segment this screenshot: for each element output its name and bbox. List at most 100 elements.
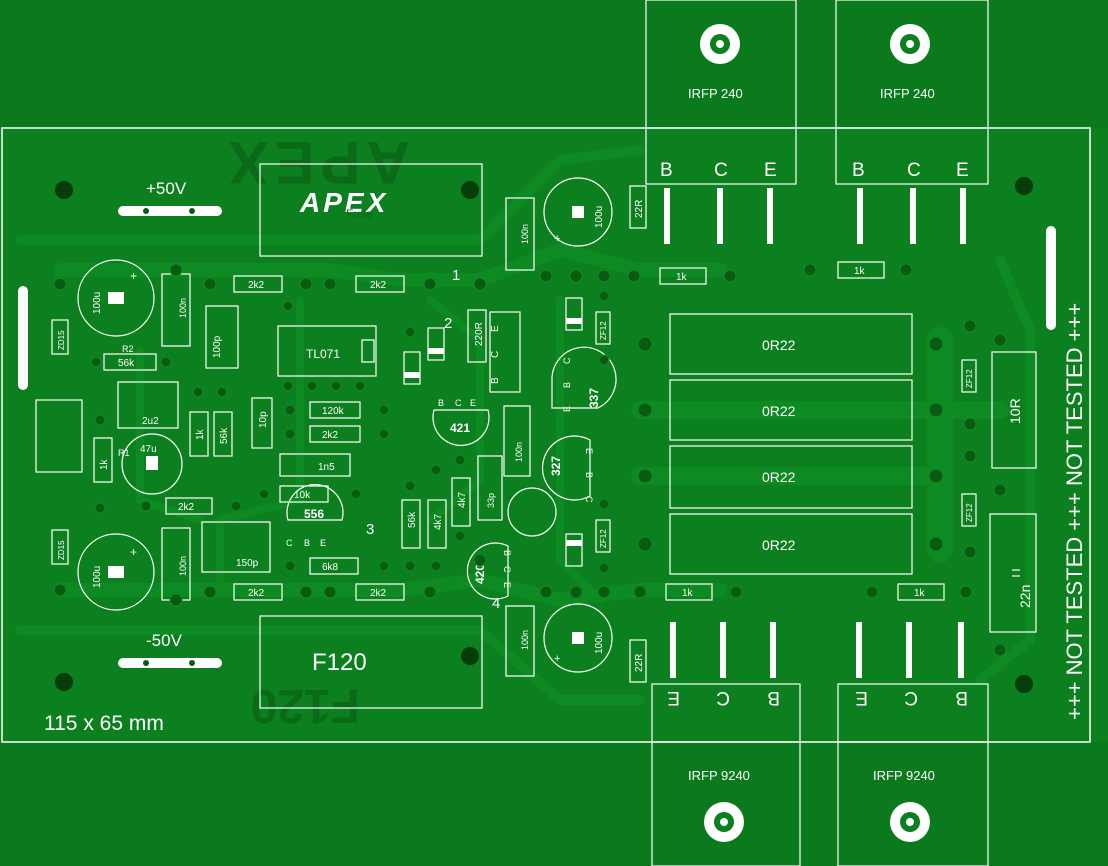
transistor-556: 556 C B E — [286, 483, 344, 548]
input-connector-bar — [18, 286, 28, 390]
svg-text:B: B — [304, 538, 310, 548]
svg-text:120k: 120k — [322, 406, 345, 417]
svg-text:C: C — [584, 496, 594, 503]
fuse-label: Fuse — [346, 207, 373, 221]
svg-text:E: E — [490, 325, 501, 332]
transistor-327: 327 E B C — [541, 435, 594, 503]
top-transistor-2: IRFP 240 B C E — [835, 0, 989, 244]
svg-text:2u2: 2u2 — [142, 416, 159, 427]
pos-rail-label: +50V — [146, 179, 187, 198]
transistor-421: 421 B C E — [432, 398, 490, 447]
transistor-name: IRFP 240 — [688, 86, 743, 101]
pos-rail-pad — [118, 206, 222, 216]
svg-text:E: E — [764, 160, 777, 181]
svg-text:10k: 10k — [294, 490, 311, 501]
pos-rail-hole — [143, 208, 149, 214]
svg-text:E: E — [584, 448, 594, 454]
resistor-0r22: 0R22 — [762, 469, 796, 485]
capacitor-22n: 22n — [1017, 585, 1033, 608]
mirror-brand-text: APEX — [223, 129, 410, 196]
svg-text:+: + — [554, 653, 560, 665]
svg-text:2k2: 2k2 — [322, 430, 339, 441]
svg-text:4k7: 4k7 — [433, 513, 444, 530]
svg-text:ZD15: ZD15 — [57, 540, 66, 560]
brand-logo: APEX — [299, 187, 388, 218]
svg-text:C: C — [907, 160, 921, 181]
svg-text:1n5: 1n5 — [318, 462, 335, 473]
svg-text:B: B — [852, 160, 865, 181]
svg-text:33p: 33p — [486, 493, 496, 508]
apex-fuse-block: APEX Fuse — [259, 163, 483, 257]
model-label: F120 — [312, 649, 367, 676]
zener-right: ZF12 ZF12 ZF12 ZF12 — [595, 311, 977, 553]
caps-100n-mid: 100n 100n 100n — [503, 197, 535, 677]
svg-text:ZF12: ZF12 — [965, 369, 974, 388]
zener-left: ZD15 ZD15 — [51, 319, 69, 565]
svg-text:100n: 100n — [514, 442, 524, 462]
cap-47u: 47u — [121, 433, 183, 495]
svg-text:100p: 100p — [212, 335, 223, 358]
svg-text:B: B — [562, 382, 572, 388]
svg-text:B: B — [767, 687, 780, 708]
caps-100u-mid: 100u + 100u + — [543, 177, 613, 673]
svg-text:ZF12: ZF12 — [599, 321, 608, 340]
resistor-0r22: 0R22 — [762, 537, 796, 553]
svg-text:2k2: 2k2 — [370, 588, 387, 599]
pos-rail-hole — [189, 208, 195, 214]
svg-text:100n: 100n — [520, 630, 530, 650]
svg-text:1k: 1k — [854, 266, 866, 277]
opamp-tl071: TL071 — [277, 325, 377, 377]
svg-text:56k: 56k — [219, 427, 230, 444]
svg-text:B: B — [584, 472, 594, 478]
node-4: 4 — [492, 595, 500, 612]
svg-text:ZF12: ZF12 — [599, 529, 608, 548]
model-block: F120 — [259, 615, 483, 709]
board-size-label: 115 x 65 mm — [44, 712, 164, 735]
svg-text:F120: F120 — [251, 679, 360, 732]
resistors-1k-right: 1k 1k 1k 1k — [627, 261, 973, 601]
diodes — [403, 297, 583, 567]
solder-pads — [53, 263, 1007, 657]
svg-text:C: C — [502, 566, 512, 573]
output-connector-bar — [1046, 226, 1056, 330]
svg-text:B: B — [660, 160, 673, 181]
mirror-model-text: F120 — [251, 679, 360, 732]
neg-rail-label: -50V — [146, 631, 183, 650]
zobel-network: 10R 22n — [989, 351, 1037, 633]
svg-text:150p: 150p — [236, 558, 259, 569]
transistor-name: IRFP 240 — [880, 86, 935, 101]
svg-text:1k: 1k — [676, 272, 688, 283]
resistor-0r22: 0R22 — [762, 403, 796, 419]
svg-text:+: + — [554, 233, 560, 245]
svg-text:+: + — [130, 269, 137, 283]
svg-text:100u: 100u — [92, 292, 103, 314]
svg-text:+: + — [130, 545, 137, 559]
svg-text:C: C — [562, 357, 572, 364]
svg-text:ZD15: ZD15 — [57, 330, 66, 350]
svg-text:E: E — [320, 538, 326, 548]
svg-text:2k2: 2k2 — [248, 588, 265, 599]
svg-text:1k: 1k — [195, 428, 206, 440]
transistor-420: 420 B C E — [466, 542, 512, 600]
bottom-transistor-2: IRFP 9240 E C B — [837, 622, 989, 866]
cap-2u2: 2u2 — [117, 381, 179, 429]
svg-text:C: C — [904, 687, 918, 708]
svg-text:100n: 100n — [520, 224, 530, 244]
svg-text:47u: 47u — [140, 444, 157, 455]
svg-text:E: E — [956, 160, 969, 181]
node-2: 2 — [444, 315, 452, 332]
svg-text:C: C — [286, 538, 293, 548]
svg-text:10p: 10p — [258, 411, 269, 428]
svg-text:100u: 100u — [594, 206, 605, 228]
svg-text:1k: 1k — [99, 458, 110, 470]
svg-text:2k2: 2k2 — [370, 280, 387, 291]
svg-text:E: E — [502, 582, 512, 588]
svg-text:1k: 1k — [914, 588, 926, 599]
svg-text:E: E — [562, 406, 572, 412]
svg-text:B: B — [490, 377, 501, 384]
svg-text:APEX: APEX — [223, 129, 410, 196]
svg-text:C: C — [455, 398, 462, 408]
svg-text:337: 337 — [587, 388, 601, 408]
